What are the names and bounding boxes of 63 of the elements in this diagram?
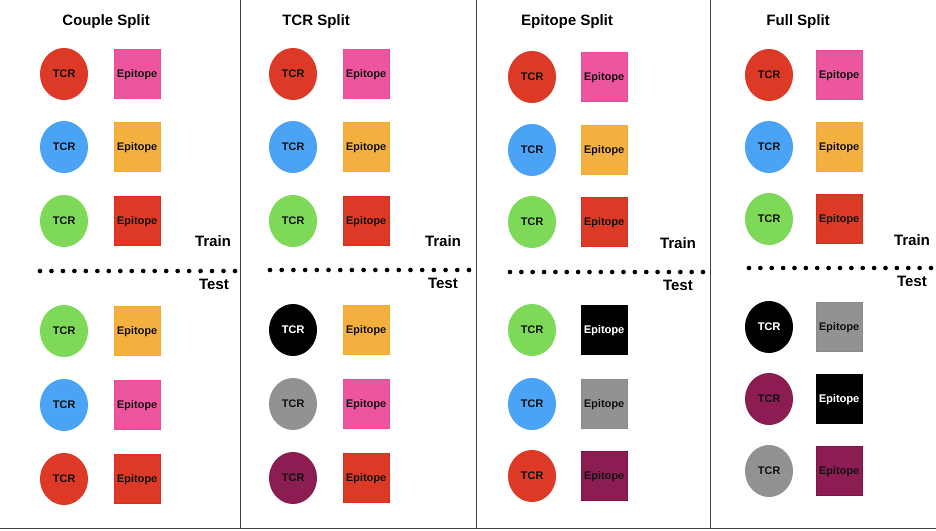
test-label: Test [199, 276, 229, 293]
epitope-square: Epitope [816, 122, 862, 172]
epitope-square: Epitope [580, 125, 628, 175]
tcr-circle: TCR [40, 195, 88, 247]
tcr-circle: TCR [745, 445, 793, 497]
tcr-circle: TCR [745, 49, 793, 101]
train-label: Train [425, 233, 461, 250]
panel-title: Full Split [766, 12, 830, 29]
split-panel [241, 0, 477, 529]
epitope-square: Epitope [816, 302, 862, 352]
tcr-circle: TCR [508, 450, 556, 502]
epitope-square: Epitope [342, 305, 390, 355]
tcr-circle: TCR [269, 304, 317, 356]
epitope-square: Epitope [580, 451, 628, 501]
epitope-square: Epitope [114, 196, 160, 246]
tcr-circle: TCR [269, 378, 317, 430]
epitope-square: Epitope [580, 305, 628, 355]
tcr-circle: TCR [269, 452, 317, 504]
split-panel [0, 0, 241, 529]
tcr-circle: TCR [269, 121, 317, 173]
epitope-square: Epitope [580, 379, 628, 429]
tcr-circle: TCR [745, 301, 793, 353]
tcr-circle: TCR [508, 304, 556, 356]
epitope-square: Epitope [816, 446, 862, 496]
epitope-square: Epitope [342, 379, 390, 429]
tcr-circle: TCR [745, 193, 793, 245]
tcr-circle: TCR [40, 48, 88, 100]
tcr-circle: TCR [508, 196, 556, 248]
train-label: Train [660, 235, 696, 252]
tcr-circle: TCR [508, 124, 556, 176]
tcr-circle: TCR [40, 305, 88, 357]
epitope-square: Epitope [580, 197, 628, 247]
train-label: Train [195, 233, 231, 250]
epitope-square: Epitope [342, 49, 390, 99]
panel-title: TCR Split [282, 12, 350, 29]
epitope-square: Epitope [114, 306, 160, 356]
panel-title: Epitope Split [521, 12, 613, 29]
panel-title: Couple Split [62, 12, 150, 29]
tcr-circle: TCR [40, 379, 88, 431]
epitope-square: Epitope [816, 50, 862, 100]
test-label: Test [428, 275, 458, 292]
epitope-square: Epitope [816, 194, 862, 244]
tcr-circle: TCR [269, 195, 317, 247]
epitope-square: Epitope [342, 122, 390, 172]
epitope-square: Epitope [114, 122, 160, 172]
tcr-circle: TCR [40, 453, 88, 505]
tcr-circle: TCR [745, 121, 793, 173]
test-label: Test [663, 277, 693, 294]
epitope-square: Epitope [816, 374, 862, 424]
tcr-circle: TCR [269, 48, 317, 100]
tcr-circle: TCR [745, 373, 793, 425]
tcr-circle: TCR [508, 378, 556, 430]
train-label: Train [894, 232, 930, 249]
epitope-square: Epitope [114, 454, 160, 504]
test-label: Test [897, 273, 927, 290]
epitope-square: Epitope [342, 196, 390, 246]
epitope-square: Epitope [114, 49, 160, 99]
split-panel [477, 0, 711, 529]
epitope-square: Epitope [114, 380, 160, 430]
epitope-square: Epitope [342, 453, 390, 503]
tcr-circle: TCR [508, 51, 556, 103]
tcr-circle: TCR [40, 121, 88, 173]
epitope-square: Epitope [580, 52, 628, 102]
